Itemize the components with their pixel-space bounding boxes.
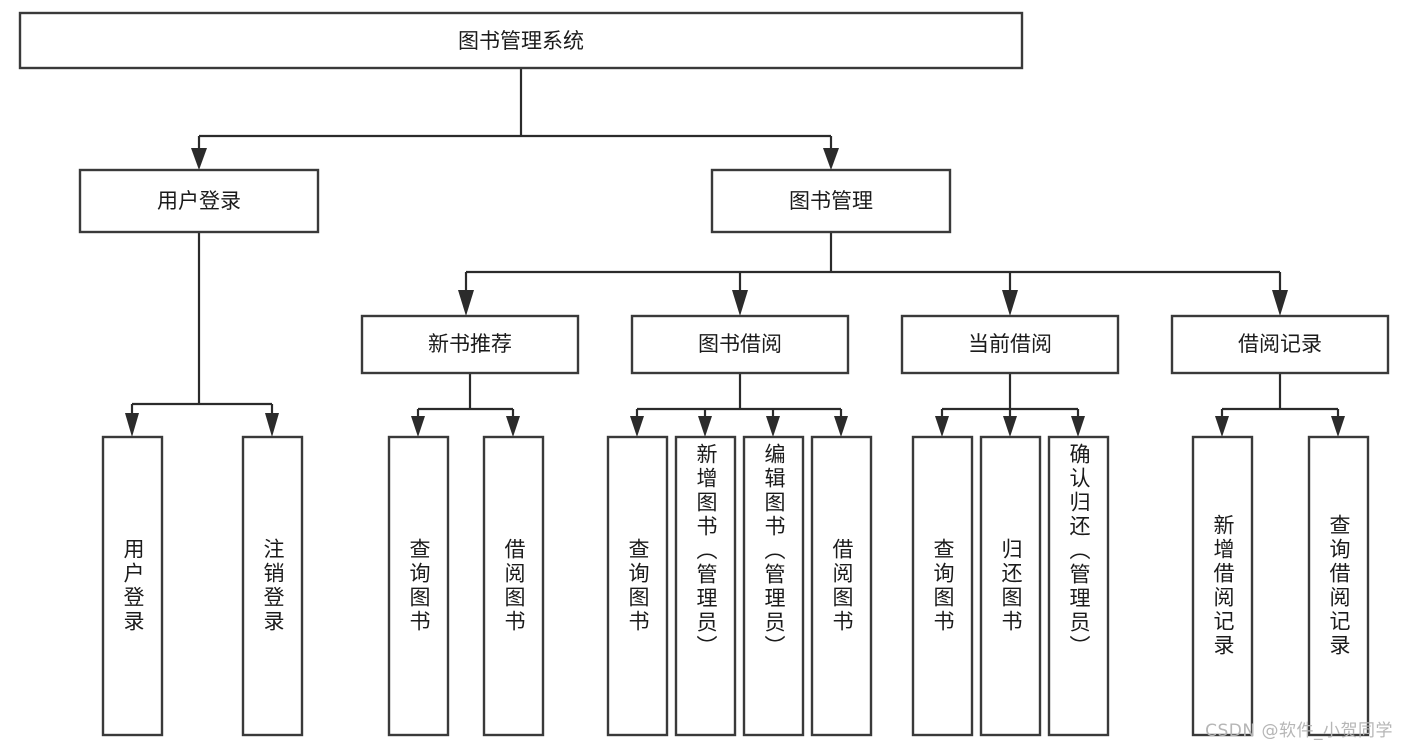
connector-newbookrec-to-leaves — [411, 373, 520, 437]
node-leaf-rec-borrow-book[interactable] — [482, 435, 545, 737]
node-book-borrow[interactable] — [630, 314, 850, 375]
node-user-login-label: 用户登录 — [157, 189, 241, 213]
node-leaf-cur-query-book[interactable] — [911, 435, 974, 737]
node-leaf-rec-query-record[interactable] — [1307, 435, 1370, 737]
node-new-book-rec-label: 新书推荐 — [428, 332, 512, 356]
node-leaf-borrow-edit-book[interactable] — [742, 435, 805, 737]
node-book-manage[interactable] — [710, 168, 952, 234]
node-leaf-rec-add-record[interactable] — [1191, 435, 1254, 737]
node-leaf-cur-confirm-return[interactable] — [1047, 435, 1110, 737]
node-leaf-user-login[interactable] — [101, 435, 164, 737]
connector-bookborrow-to-leaves — [630, 373, 848, 437]
connector-borrowrecord-to-leaves — [1215, 373, 1345, 437]
node-leaf-user-logout[interactable] — [241, 435, 304, 737]
node-leaf-borrow-add-book[interactable] — [674, 435, 737, 737]
connector-bookmanage-to-level2 — [458, 232, 1288, 316]
connector-root-to-level1 — [191, 68, 839, 170]
node-current-borrow[interactable] — [900, 314, 1120, 375]
node-new-book-rec[interactable] — [360, 314, 580, 375]
node-user-login[interactable] — [78, 168, 320, 234]
node-root-label: 图书管理系统 — [458, 29, 584, 53]
node-leaf-borrow-borrow-book[interactable] — [810, 435, 873, 737]
node-leaf-rec-query-book[interactable] — [387, 435, 450, 737]
node-leaf-borrow-query-book[interactable] — [606, 435, 669, 737]
node-leaf-cur-return-book[interactable] — [979, 435, 1042, 737]
watermark: CSDN @软件_小贺同学 — [1205, 721, 1393, 741]
connector-currentborrow-to-leaves — [935, 373, 1085, 437]
node-book-borrow-label: 图书借阅 — [698, 332, 782, 356]
node-borrow-record[interactable] — [1170, 314, 1390, 375]
node-borrow-record-label: 借阅记录 — [1238, 332, 1322, 356]
node-book-manage-label: 图书管理 — [789, 189, 873, 213]
node-current-borrow-label: 当前借阅 — [968, 332, 1052, 356]
connector-userlogin-to-leaves — [125, 232, 279, 437]
node-root[interactable] — [18, 11, 1024, 70]
